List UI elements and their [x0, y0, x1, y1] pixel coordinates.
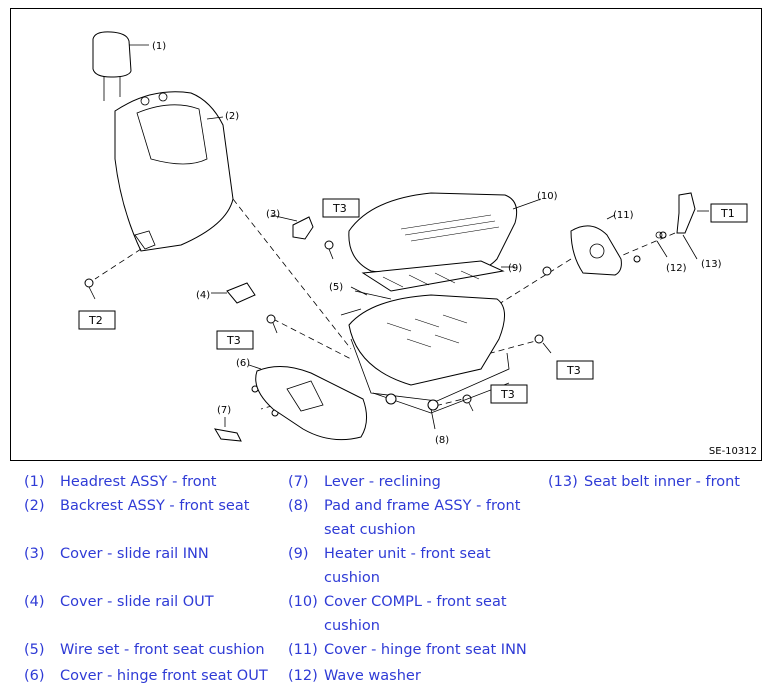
legend-item: (1) Headrest ASSY - front [24, 470, 216, 494]
heater-unit-part [361, 260, 515, 292]
legend-text: Cover - slide rail OUT [60, 590, 214, 614]
callout-3: (3) [266, 209, 280, 220]
callout-6: (6) [236, 358, 250, 369]
callout-13: (13) [701, 259, 722, 270]
reclining-lever-part [214, 417, 242, 442]
callout-8: (8) [435, 435, 449, 446]
legend-item: (7) Lever - reclining [288, 470, 441, 494]
legend-text: Cover COMPL - front seat cushion [324, 590, 507, 638]
legend-item: (8) Pad and frame ASSY - front seat cushio… [288, 494, 520, 542]
legend-text-line: seat cushion [324, 522, 416, 538]
legend-number: (4) [24, 594, 45, 610]
torque-box-t3: T3 [556, 360, 594, 380]
callout-11: (11) [613, 210, 634, 221]
backrest-part [114, 91, 234, 252]
legend-text-line: Cover - slide rail OUT [60, 594, 214, 610]
torque-box-t3: T3 [322, 198, 360, 218]
legend-text: Backrest ASSY - front seat [60, 494, 249, 518]
pad-and-frame-part [348, 294, 510, 430]
legend-text-line: Wave washer [324, 668, 421, 684]
legend-number: (11) [288, 642, 318, 658]
legend-text-line: Cover - hinge front seat INN [324, 642, 527, 658]
callout-12: (12) [666, 263, 687, 274]
legend-text: Wire set - front seat cushion [60, 638, 265, 662]
legend-item: (2) Backrest ASSY - front seat [24, 494, 249, 518]
legend-item: (9) Heater unit - front seat cushion [288, 542, 491, 590]
legend-number: (6) [24, 668, 45, 684]
bolt-icon [84, 231, 667, 417]
torque-box-t3: T3 [490, 384, 528, 404]
torque-label: T3 [226, 334, 241, 347]
seat-belt-inner-part [655, 192, 709, 260]
headrest-part [92, 31, 149, 101]
legend-text-line: Seat belt inner - front [584, 474, 740, 490]
torque-box-t3: T3 [216, 330, 254, 350]
torque-label: T3 [566, 364, 581, 377]
legend-text-line: cushion [324, 618, 380, 634]
legend-item: (6) Cover - hinge front seat OUT [24, 664, 268, 688]
exploded-diagram: (1) (2) (3) (4) (5) (6) (7) (8) (9) (10)… [10, 8, 762, 461]
legend-text: Lever - reclining [324, 470, 441, 494]
legend-number: (2) [24, 498, 45, 514]
legend-number: (8) [288, 498, 309, 514]
legend-item: (3) Cover - slide rail INN [24, 542, 209, 566]
legend-text: Cover - hinge front seat OUT [60, 664, 268, 688]
legend-text-line: Lever - reclining [324, 474, 441, 490]
legend-text-line: Cover - hinge front seat OUT [60, 668, 268, 684]
torque-label: T3 [332, 202, 347, 215]
slide-rail-cover-out-part [211, 282, 256, 304]
legend-text: Cover - slide rail INN [60, 542, 209, 566]
legend-number: (5) [24, 642, 45, 658]
wire-set-part [340, 286, 392, 316]
legend-item: (11) Cover - hinge front seat INN [288, 638, 527, 662]
legend-text-line: Cover - slide rail INN [60, 546, 209, 562]
legend-number: (12) [288, 668, 318, 684]
callout-9: (9) [508, 263, 522, 274]
legend-text-line: Heater unit - front seat [324, 546, 491, 562]
legend-text-line: cushion [324, 570, 380, 586]
legend-text: Cover - hinge front seat INN [324, 638, 527, 662]
legend-text-line: Headrest ASSY - front [60, 474, 217, 490]
legend-item: (5) Wire set - front seat cushion [24, 638, 265, 662]
legend-text-line: Cover COMPL - front seat [324, 594, 507, 610]
legend-text: Wave washer [324, 664, 421, 688]
torque-label: T3 [500, 388, 515, 401]
callout-2: (2) [225, 111, 239, 122]
legend-number: (1) [24, 474, 45, 490]
callout-1: (1) [152, 41, 166, 52]
torque-box-t1: T1 [710, 203, 748, 223]
legend-item: (13) Seat belt inner - front [548, 470, 740, 494]
torque-box-t2: T2 [78, 310, 116, 330]
callout-4: (4) [196, 290, 210, 301]
callout-10: (10) [537, 191, 558, 202]
legend-number: (3) [24, 546, 45, 562]
legend-text-line: Wire set - front seat cushion [60, 642, 265, 658]
legend-item: (4) Cover - slide rail OUT [24, 590, 214, 614]
parts-legend: (1) Headrest ASSY - front (2) Backrest ASSY… [0, 470, 771, 693]
hinge-cover-out-part [248, 364, 367, 441]
callout-5: (5) [329, 282, 343, 293]
hinge-cover-inn-part [570, 214, 622, 276]
legend-text: Headrest ASSY - front [60, 470, 216, 494]
legend-text: Seat belt inner - front [584, 470, 740, 494]
legend-number: (9) [288, 546, 309, 562]
diagram-drawing: (1) (2) (3) (4) (5) (6) (7) (8) (9) (10)… [78, 31, 748, 446]
legend-number: (13) [548, 474, 578, 490]
legend-number: (7) [288, 474, 309, 490]
cushion-cover-part [348, 192, 542, 280]
slide-rail-cover-inn-part [270, 214, 314, 240]
callout-7: (7) [217, 405, 231, 416]
figure-code: SE-10312 [708, 446, 757, 457]
legend-text: Pad and frame ASSY - front seat cushion [324, 494, 520, 542]
legend-item: (10) Cover COMPL - front seat cushion [288, 590, 507, 638]
torque-label: T1 [720, 207, 735, 220]
legend-text-line: Pad and frame ASSY - front [324, 498, 521, 514]
torque-label: T2 [88, 314, 103, 327]
legend-text-line: Backrest ASSY - front seat [60, 498, 250, 514]
legend-item: (12) Wave washer [288, 664, 421, 688]
legend-number: (10) [288, 594, 318, 610]
legend-text: Heater unit - front seat cushion [324, 542, 491, 590]
